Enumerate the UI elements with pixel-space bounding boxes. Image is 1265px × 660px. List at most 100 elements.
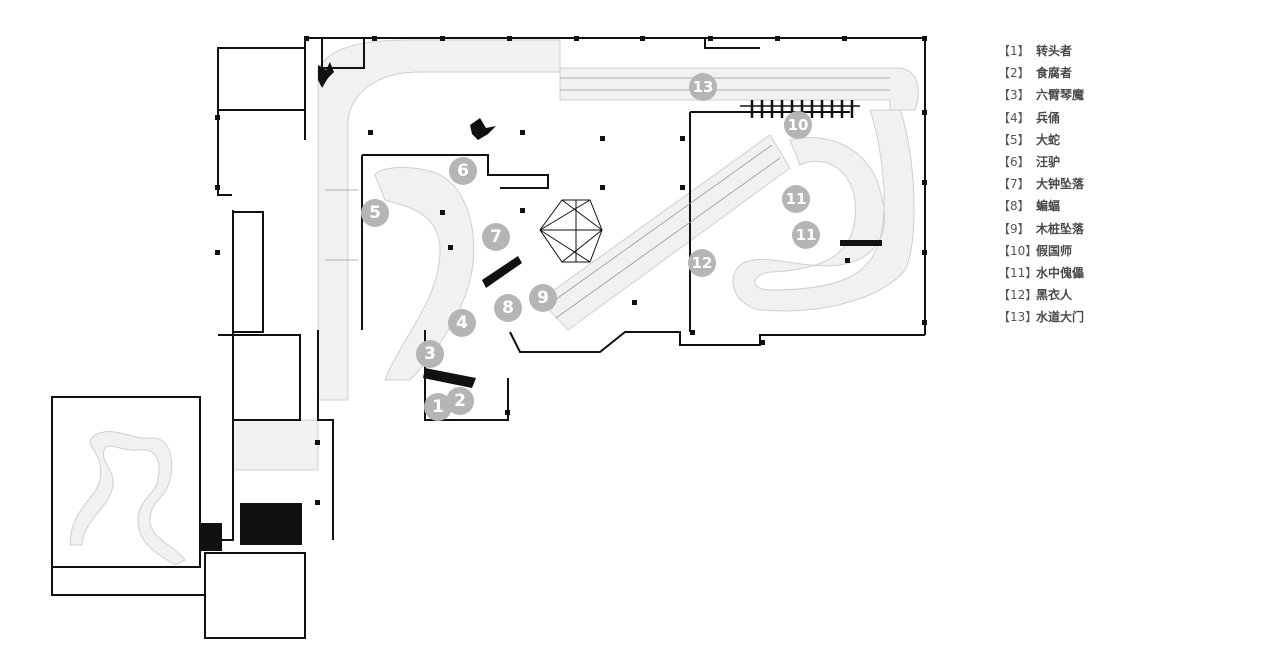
marker-13: 13 [689, 73, 717, 101]
marker-number: 12 [692, 254, 713, 272]
marker-number: 6 [457, 161, 469, 181]
legend-item: 【13】水道大门 [998, 306, 1238, 328]
track-line [547, 144, 773, 306]
legend-item: 【4】兵俑 [998, 107, 1238, 129]
marker-11a: 11 [782, 185, 810, 213]
marker-circle [688, 249, 716, 277]
marker-6: 6 [449, 157, 477, 185]
geodesic-dome [539, 199, 603, 263]
wall-west-wing [217, 47, 305, 111]
legend-item: 【9】木桩坠落 [998, 218, 1238, 240]
walkway-squiggle [69, 431, 186, 566]
marker-circle [792, 221, 820, 249]
wooden-posts [740, 100, 860, 118]
wall-mid-left-room [218, 334, 301, 421]
legend-label: 黑衣人 [1036, 288, 1073, 303]
marker-2: 2 [446, 387, 474, 415]
legend-item: 【10】假国师 [998, 240, 1238, 262]
dark-beam-south [423, 368, 476, 388]
legend-index: 【5】 [998, 132, 1030, 147]
marker-number: 11 [786, 190, 807, 208]
wall-bottom-lobby [204, 552, 306, 639]
marker-number: 8 [502, 298, 514, 318]
marker-number: 7 [490, 227, 502, 247]
legend-label: 大蛇 [1036, 132, 1061, 147]
marker-number: 2 [454, 391, 466, 411]
wall-west-wing-lower [217, 110, 232, 196]
marker-10: 10 [784, 111, 812, 139]
legend-index: 【1】 [998, 44, 1030, 58]
wall-southwest-room [51, 396, 201, 568]
marker-number: 5 [369, 203, 381, 223]
legend-item: 【2】食腐者 [998, 62, 1238, 84]
marker-number: 10 [788, 116, 809, 134]
marker-circle [449, 157, 477, 185]
legend-index: 【13】 [998, 310, 1038, 325]
marker-circle [782, 185, 810, 213]
legend-label: 水中傀儡 [1036, 265, 1085, 280]
dark-bar-east [840, 240, 882, 246]
marker-12: 12 [688, 249, 716, 277]
marker-3: 3 [416, 340, 444, 368]
marker-circle [689, 73, 717, 101]
legend-label: 六臂琴魔 [1036, 88, 1085, 103]
marker-circle [446, 387, 474, 415]
legend-label: 食腐者 [1036, 66, 1073, 81]
marker-circle [529, 284, 557, 312]
legend-index: 【12】 [998, 288, 1038, 303]
legend-index: 【3】 [998, 88, 1030, 103]
walkway-diagonal-ramp [539, 134, 791, 331]
walkway-top-hall [559, 67, 919, 111]
wall-top-notch [704, 38, 760, 49]
legend-index: 【4】 [998, 110, 1030, 125]
walkway-north-corridor [317, 39, 561, 401]
dark-block [200, 523, 222, 551]
legend-index: 【6】 [998, 154, 1030, 169]
legend-item: 【6】汪驴 [998, 151, 1238, 173]
wall-west-corridor-right [317, 330, 334, 540]
legend-item: 【1】转头者 [998, 40, 1238, 62]
legend-label: 汪驴 [1036, 154, 1061, 169]
track-lines [325, 77, 890, 319]
marker-circle [482, 223, 510, 251]
marker-number: 3 [424, 344, 436, 364]
wall-top-small-room [321, 37, 365, 69]
marker-9: 9 [529, 284, 557, 312]
legend-index: 【11】 [998, 265, 1038, 280]
legend-index: 【10】 [998, 243, 1038, 258]
marker-circle [361, 199, 389, 227]
wall-stair-block [232, 211, 264, 333]
track-line [555, 157, 781, 319]
marker-number: 13 [693, 78, 714, 96]
marker-number: 4 [456, 313, 468, 333]
legend-item: 【11】水中傀儡 [998, 262, 1238, 284]
legend-item: 【8】蝙蝠 [998, 195, 1238, 217]
legend-label: 兵俑 [1036, 110, 1061, 125]
solid-features [200, 240, 882, 551]
legend-label: 转头者 [1036, 44, 1073, 58]
marker-4: 4 [448, 309, 476, 337]
marker-circle [416, 340, 444, 368]
marker-5: 5 [361, 199, 389, 227]
walkway-left-lower [232, 419, 319, 471]
legend-index: 【9】 [998, 221, 1030, 236]
dark-room [240, 503, 302, 545]
legend-item: 【12】黑衣人 [998, 284, 1238, 306]
legend-label: 大钟坠落 [1036, 177, 1085, 192]
legend-item: 【7】大钟坠落 [998, 173, 1238, 195]
marker-number: 9 [537, 288, 549, 308]
wall-south-main [509, 331, 925, 353]
legend-label: 木桩坠落 [1036, 221, 1085, 236]
marker-7: 7 [482, 223, 510, 251]
wall-central-zone [362, 154, 549, 189]
marker-circle [494, 294, 522, 322]
walkway-right-loop [732, 109, 915, 312]
marker-8: 8 [494, 294, 522, 322]
figure-glyph [318, 62, 334, 88]
marker-circle [448, 309, 476, 337]
legend: 【1】转头者【2】食腐者【3】六臂琴魔【4】兵俑【5】大蛇【6】汪驴【7】大钟坠… [998, 40, 1238, 328]
figure-glyphs [318, 62, 496, 140]
legend-index: 【2】 [998, 66, 1030, 81]
